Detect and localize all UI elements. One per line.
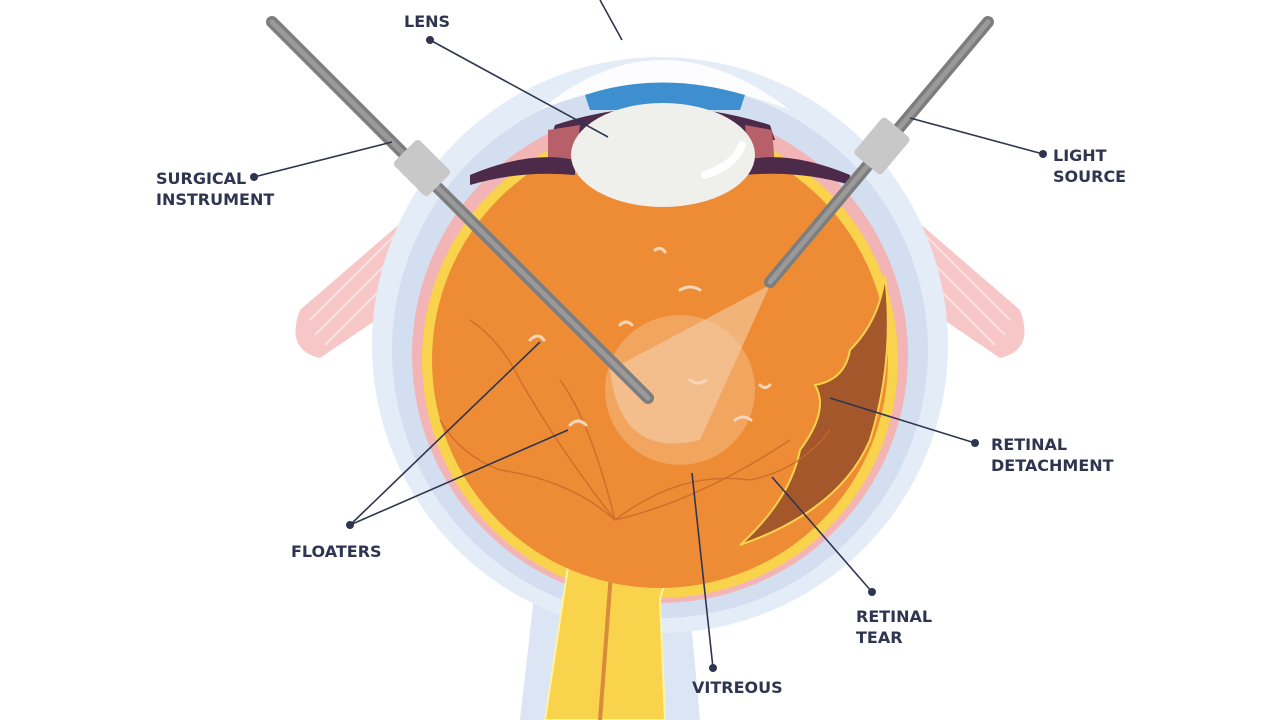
lens <box>571 103 755 207</box>
label-vitreous: VITREOUS <box>692 678 783 697</box>
label-light-source-line1: LIGHT <box>1053 146 1107 165</box>
light-beam <box>610 285 770 444</box>
label-retinal-detachment-line2: DETACHMENT <box>991 456 1114 475</box>
floaters <box>528 246 772 427</box>
iris <box>585 82 745 110</box>
label-retinal-tear-line2: TEAR <box>856 628 903 647</box>
leader-lines <box>250 0 1047 672</box>
label-floaters: FLOATERS <box>291 542 382 561</box>
label-retinal-detachment-line1: RETINAL <box>991 435 1067 454</box>
surgical-instrument <box>266 16 654 404</box>
label-surgical-instrument-line2: INSTRUMENT <box>156 190 274 209</box>
label-surgical-instrument-line1: SURGICAL <box>156 169 246 188</box>
label-light-source-line2: SOURCE <box>1053 167 1126 186</box>
label-lens: LENS <box>404 12 450 31</box>
retinal-vessels <box>439 319 831 521</box>
label-retinal-tear-line1: RETINAL <box>856 607 932 626</box>
light-source-instrument <box>764 16 994 288</box>
retinal-detachment-area <box>739 274 889 546</box>
